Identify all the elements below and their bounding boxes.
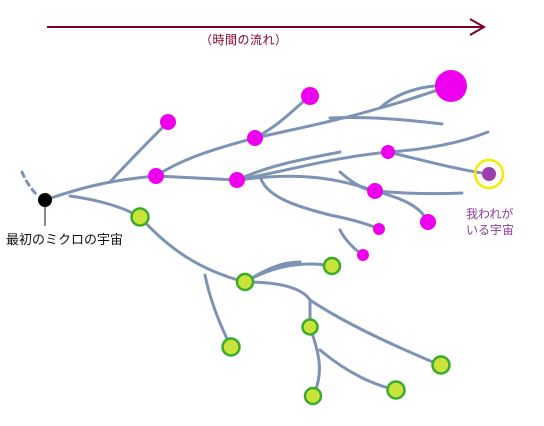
magenta-node	[435, 70, 467, 102]
magenta-universe-nodes	[148, 70, 467, 261]
green-node	[386, 380, 406, 400]
magenta-node	[301, 87, 319, 105]
magenta-node	[420, 214, 436, 230]
green-universe-nodes	[130, 207, 451, 406]
our-universe-node	[473, 158, 505, 190]
magenta-node	[381, 145, 395, 159]
green-node	[303, 386, 323, 406]
green-node	[431, 355, 451, 375]
magenta-node	[247, 130, 263, 146]
green-node	[322, 256, 342, 276]
origin-node	[38, 193, 52, 226]
magenta-node	[357, 249, 369, 261]
magenta-node	[148, 168, 164, 184]
first-micro-universe-label: 最初のミクロの宇宙	[6, 233, 124, 248]
magenta-node	[373, 223, 385, 235]
green-node	[301, 318, 319, 336]
magenta-node	[229, 172, 245, 188]
magenta-node	[367, 183, 383, 199]
time-arrow	[47, 18, 487, 36]
our-universe-label-line1: 我われが	[466, 207, 514, 221]
green-node	[221, 337, 241, 357]
green-node	[130, 207, 150, 227]
green-node	[235, 272, 255, 292]
time-flow-label: （時間の流れ）	[200, 33, 288, 47]
magenta-node	[160, 114, 176, 130]
our-universe-label-line2: いる宇宙	[466, 223, 515, 237]
